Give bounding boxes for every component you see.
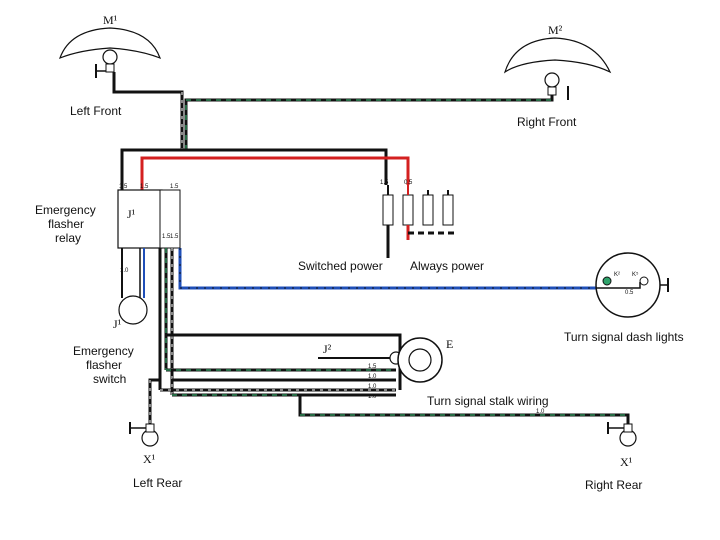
label-right-rear: Right Rear (585, 478, 642, 492)
gauge-label: 1.5 (368, 364, 377, 370)
gauge-label: 1.0 (536, 409, 545, 415)
ref-k5: K⁵ (632, 271, 639, 278)
gauge-label: 1.0 (368, 374, 377, 380)
label-stalk-wiring: Turn signal stalk wiring (427, 394, 549, 408)
label-switched-power: Switched power (298, 259, 383, 273)
fuse-block (382, 185, 455, 258)
ref-e: E (446, 337, 453, 351)
ref-x1-right: X¹ (620, 455, 633, 469)
gauge-label: 1.5 (170, 184, 179, 190)
label-always-power: Always power (410, 259, 484, 273)
label-switch-2: flasher (86, 358, 122, 372)
turn-signal-stalk (318, 337, 443, 383)
ref-k2: K² (614, 272, 620, 278)
right-front-lamp (503, 37, 612, 100)
gauge-label: 1.5 (140, 184, 149, 190)
ref-j1-switch: J¹ (113, 317, 122, 331)
right-rear-lamp (607, 422, 637, 447)
ref-x1-left: X¹ (143, 452, 156, 466)
flasher-relay (117, 189, 163, 249)
gauge-label: 1.5 (162, 234, 171, 240)
left-front-lamp (58, 27, 162, 78)
gauge-label: 1.0 (368, 384, 377, 390)
gauge-label: 1.5 (170, 234, 179, 240)
gauge-label: 0.5 (625, 290, 634, 296)
gauge-label: 1.0 (120, 268, 129, 274)
label-left-rear: Left Rear (133, 476, 182, 490)
ref-j2: J² (323, 342, 332, 356)
dash-lights-assembly (595, 252, 669, 318)
gauge-label: 1.0 (368, 394, 377, 400)
label-left-front: Left Front (70, 104, 122, 118)
label-dash-lights: Turn signal dash lights (564, 330, 684, 344)
label-relay-1: Emergency (35, 203, 96, 217)
ref-m2: M² (548, 23, 563, 37)
label-relay-3: relay (55, 231, 81, 245)
gauge-label: 0.5 (404, 180, 413, 186)
label-right-front: Right Front (517, 115, 577, 129)
gauge-label: 1.5 (119, 184, 128, 190)
flasher-switch (118, 248, 148, 325)
label-switch-3: switch (93, 372, 126, 386)
label-switch-1: Emergency (73, 344, 134, 358)
gauge-label: 1.5 (380, 180, 389, 186)
label-relay-2: flasher (48, 217, 84, 231)
ref-m1: M¹ (103, 13, 118, 27)
left-rear-lamp (129, 422, 159, 447)
ref-j1: J¹ (127, 207, 136, 221)
